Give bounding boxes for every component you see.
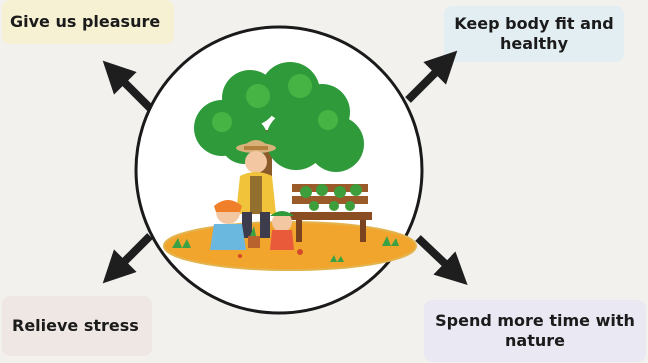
benefit-label-nature: Spend more time with nature xyxy=(435,311,635,350)
boy-icon xyxy=(270,211,294,250)
benefit-label-relieve-stress: Relieve stress xyxy=(12,316,139,335)
benefit-box-fit-healthy: Keep body fit and healthy xyxy=(444,6,624,62)
benefit-label-fit-healthy: Keep body fit and healthy xyxy=(454,14,614,53)
arrow-top-left xyxy=(102,60,153,111)
benefit-box-pleasure: Give us pleasure xyxy=(2,0,174,44)
arrow-bottom-right xyxy=(415,235,468,286)
benefit-label-pleasure: Give us pleasure xyxy=(10,12,161,31)
arrow-bottom-left xyxy=(102,233,153,284)
grandfather-icon xyxy=(236,140,276,238)
gardening-illustration-icon xyxy=(163,62,417,271)
bench-icon xyxy=(290,184,372,242)
benefit-box-nature: Spend more time with nature xyxy=(424,300,646,362)
benefit-box-relieve-stress: Relieve stress xyxy=(2,296,152,356)
arrow-top-right xyxy=(405,50,458,103)
girl-icon xyxy=(210,200,246,250)
